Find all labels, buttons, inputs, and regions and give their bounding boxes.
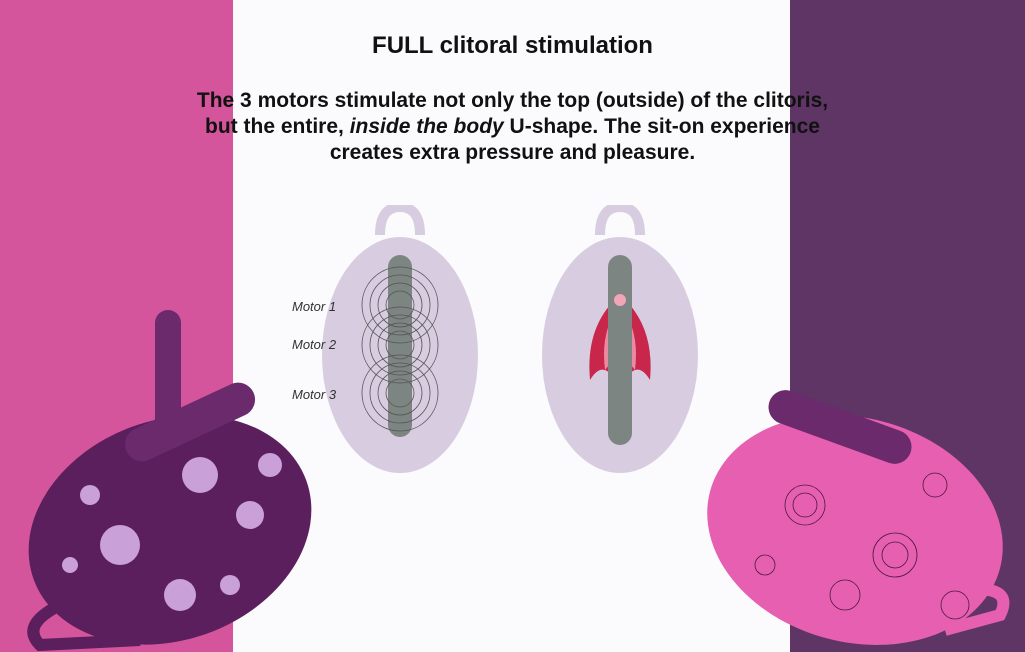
motor-diagram: [322, 205, 478, 473]
product-image-purple: [27, 310, 312, 652]
description-text: The 3 motors stimulate not only the top …: [180, 88, 845, 166]
description-part-1: The 3 motors stimulate not only the top …: [196, 89, 829, 138]
placement-diagram: [542, 205, 698, 473]
motor-bar: [388, 255, 412, 437]
page-title: FULL clitoral stimulation: [372, 32, 653, 59]
description-emphasis: inside the body: [349, 115, 504, 138]
motor-1-label: Motor 1: [292, 299, 337, 314]
motor-3-label: Motor 3: [292, 387, 337, 402]
motor-2-label: Motor 2: [292, 337, 337, 352]
product-image-pink: [707, 390, 1010, 645]
description-part-2: U-shape. The sit-on experience creates e…: [329, 115, 820, 164]
